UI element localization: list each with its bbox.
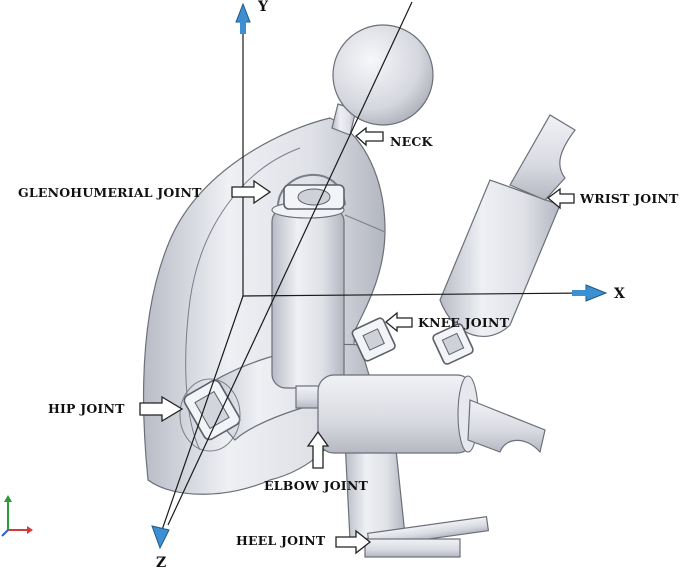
elbow-arrow [306, 430, 330, 469]
heel-block [364, 538, 461, 558]
x-axis-arrow-shaft [572, 290, 588, 296]
hand-upper [509, 114, 576, 201]
torso-chest-line [344, 214, 386, 233]
label-heel-joint: HEEL JOINT [236, 533, 326, 548]
label-y-axis: Y [257, 0, 269, 15]
glenohumerial-arrow [231, 179, 272, 205]
wrist-lower-joint-block [432, 323, 474, 365]
label-neck: NECK [390, 134, 434, 149]
y-axis-arrow-shaft [240, 20, 246, 34]
raised-forearm [439, 179, 561, 338]
callout-arrows [139, 126, 575, 555]
label-x-axis: X [614, 286, 625, 302]
label-elbow-joint: ELBOW JOINT [264, 478, 368, 493]
label-knee-joint: KNEE JOINT [418, 315, 510, 330]
diagonal-reference-line [167, 1, 413, 526]
knee-arrow [384, 311, 413, 333]
hip-socket-ring [179, 378, 241, 452]
label-hip-joint: HIP JOINT [48, 401, 125, 416]
x-axis-line [242, 292, 589, 297]
upper-arm [271, 207, 345, 389]
view-triad-icon [1, 495, 33, 537]
axis-labels: Y X Z [156, 0, 625, 571]
hip-arrow [139, 395, 184, 423]
glenohumeral-shaft [297, 188, 331, 206]
wrist-arrow [546, 187, 575, 210]
human-model [142, 24, 576, 558]
knee-joint-block [351, 317, 396, 362]
x-axis-arrowhead [585, 284, 608, 302]
forearm [317, 374, 474, 454]
label-wrist-joint: WRIST JOINT [579, 191, 679, 206]
y-axis-arrowhead [235, 2, 251, 23]
neck-arrow [354, 126, 384, 147]
z-axis-arrowhead [151, 525, 170, 550]
hand-lower [467, 399, 546, 454]
coordinate-axes [151, 1, 608, 550]
z-axis-line [161, 295, 244, 531]
joint-labels: NECK GLENOHUMERIAL JOINT WRIST JOINT KNE… [18, 134, 679, 548]
label-z-axis: Z [156, 555, 166, 571]
head [332, 24, 434, 126]
heel-arrow [335, 529, 372, 555]
label-glenohumerial-joint: GLENOHUMERIAL JOINT [18, 185, 202, 200]
